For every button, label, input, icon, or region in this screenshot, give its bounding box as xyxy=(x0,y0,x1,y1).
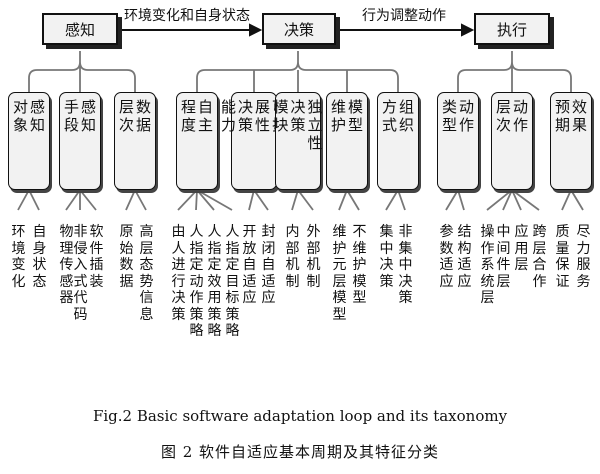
c3-leaf-lines xyxy=(125,189,147,211)
leaf-c7-0: 维护元层模型 xyxy=(332,224,347,323)
category-label-c6-col0: 独立性 xyxy=(307,98,323,152)
leaf-c2-1: 非侵入式代码 xyxy=(73,224,88,323)
leaf-c10-3: 跨层合作 xyxy=(532,224,547,290)
c1-leaf-lines xyxy=(17,189,40,211)
category-box-c11: 效果预期 xyxy=(550,92,592,190)
arrowhead-decide-act xyxy=(461,23,475,37)
stage-act-box: 执行 xyxy=(474,13,550,45)
category-box-c6: 独立性决策模块 xyxy=(273,92,323,190)
leaf-c8-1: 非集中决策 xyxy=(398,224,413,306)
category-label-c5-col3: 能力 xyxy=(221,98,237,134)
category-box-c1: 感知对象 xyxy=(8,92,50,190)
category-label-c10-col0: 动作 xyxy=(513,98,529,134)
category-label-c7-col0: 模型 xyxy=(348,98,364,134)
category-box-c8: 组织方式 xyxy=(377,92,419,190)
category-box-c7: 模型维护 xyxy=(326,92,368,190)
category-box-c5: 可扩展性决策能力 xyxy=(221,92,287,190)
c2-leaf-lines xyxy=(65,189,97,211)
category-label-c4-col1: 程度 xyxy=(181,98,197,134)
category-label-c11-col0: 效果 xyxy=(572,98,588,134)
arrow-label-decide-act: 行为调整动作 xyxy=(362,8,446,24)
figure-caption-chinese: 图 2 软件自适应基本周期及其特征分类 xyxy=(160,443,440,461)
category-label-c9-col1: 类型 xyxy=(442,98,458,134)
category-label-c3-col0: 数据 xyxy=(136,98,152,134)
category-label-c5-col2: 决策 xyxy=(238,98,254,134)
leaf-c9-1: 结构适应 xyxy=(457,224,472,290)
category-label-c8-col0: 组织 xyxy=(399,98,415,134)
arrow-label-sense-decide: 环境变化和自身状态 xyxy=(124,8,250,24)
category-label-c4-col0: 自主 xyxy=(198,98,214,134)
category-box-c4: 自主程度 xyxy=(176,92,218,190)
leaf-c7-1: 不维护模型 xyxy=(352,224,367,306)
leaf-c5-0: 开放自适应 xyxy=(242,224,257,306)
leaf-c3-0: 原始数据 xyxy=(119,224,134,290)
category-label-c2-col0: 感知 xyxy=(81,98,97,134)
stage-decide-box: 决策 xyxy=(262,13,336,45)
category-box-c9: 动作类型 xyxy=(437,92,479,190)
category-label-c8-col1: 方式 xyxy=(382,98,398,134)
leaf-c1-0: 环境变化 xyxy=(11,224,26,290)
leaf-c4-0: 由人进行决策 xyxy=(171,224,186,323)
leaf-c5-1: 封闭自适应 xyxy=(261,224,276,306)
category-label-c1-col1: 对象 xyxy=(13,98,29,134)
leaf-c4-1: 人指定动作策略 xyxy=(189,224,204,339)
c6-leaf-lines xyxy=(291,189,314,211)
leaf-c6-0: 内部机制 xyxy=(285,224,300,290)
c11-leaf-lines xyxy=(561,189,584,211)
c5-leaf-lines xyxy=(248,189,269,211)
leaf-c2-2: 软件插装 xyxy=(89,224,104,290)
c8-leaf-lines xyxy=(385,189,406,211)
category-label-c3-col1: 层次 xyxy=(119,98,135,134)
c7-leaf-lines xyxy=(338,189,360,211)
stage-act-label: 执行 xyxy=(496,20,527,39)
sense-branch-line xyxy=(28,51,136,92)
c10-leaf-lines xyxy=(486,189,540,211)
category-box-c2: 感知手段 xyxy=(59,92,101,190)
category-box-c3: 数据层次 xyxy=(114,92,156,190)
leaf-c9-0: 参数适应 xyxy=(439,224,454,290)
leaf-c4-3: 人指定目标策略 xyxy=(225,224,240,339)
category-label-c9-col0: 动作 xyxy=(459,98,475,134)
leaf-c10-1: 中间件层 xyxy=(496,224,511,290)
leaf-c4-2: 人指定效用策略 xyxy=(207,224,222,339)
figure-caption-english: Fig.2 Basic software adaptation loop and… xyxy=(92,407,508,425)
category-box-c10: 动作层次 xyxy=(491,92,533,190)
stage-sense-box: 感知 xyxy=(42,13,118,45)
category-label-c7-col1: 维护 xyxy=(331,98,347,134)
leaf-c10-2: 应用层 xyxy=(514,224,529,273)
category-label-c10-col1: 层次 xyxy=(496,98,512,134)
category-label-c6-col2: 模块 xyxy=(273,98,289,134)
leaf-c11-1: 尽力服务 xyxy=(576,224,591,290)
category-label-c2-col1: 手段 xyxy=(64,98,80,134)
decide-branch-line xyxy=(196,51,399,92)
arrowhead-sense-decide xyxy=(249,23,263,37)
leaf-c10-0: 操作系统层 xyxy=(480,224,495,306)
c9-leaf-lines xyxy=(445,189,465,211)
leaf-c8-0: 集中决策 xyxy=(379,224,394,290)
leaf-c1-1: 自身状态 xyxy=(32,224,47,290)
stage-decide-label: 决策 xyxy=(283,20,314,39)
category-label-c5-col1: 展性 xyxy=(255,98,271,134)
leaf-c6-1: 外部机制 xyxy=(306,224,321,290)
category-label-c6-col1: 决策 xyxy=(290,98,306,134)
category-label-c11-col1: 预期 xyxy=(555,98,571,134)
stage-sense-label: 感知 xyxy=(64,20,95,39)
act-branch-line xyxy=(457,51,572,92)
leaf-c11-0: 质量保证 xyxy=(555,224,570,290)
category-label-c1-col0: 感知 xyxy=(30,98,46,134)
leaf-c2-0: 物理传感器 xyxy=(59,224,74,306)
c4-leaf-lines xyxy=(177,189,233,211)
leaf-c3-1: 高层态势信息 xyxy=(139,224,154,323)
